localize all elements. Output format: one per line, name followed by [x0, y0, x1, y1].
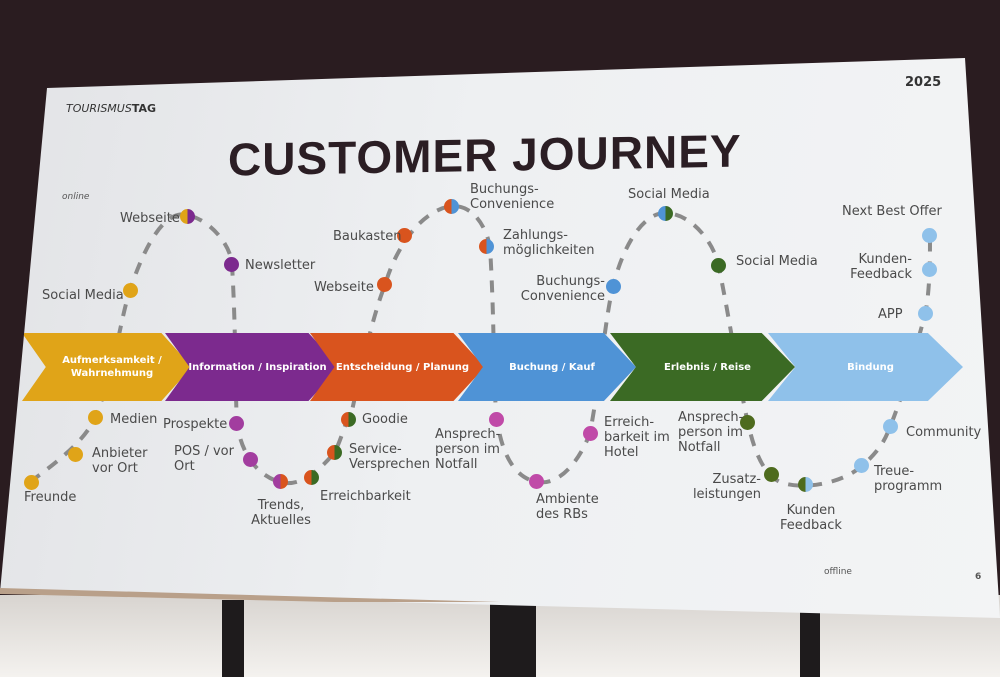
touchpoint-dot	[444, 199, 459, 214]
touchpoint-dot	[327, 445, 342, 460]
touchpoint-label: Trends, Aktuelles	[251, 498, 311, 528]
phase-decision: Entscheidung / Planung	[310, 333, 485, 401]
phase-awareness: Aufmerksamkeit / Wahrnehmung	[22, 333, 192, 401]
touchpoint-dot	[123, 283, 138, 298]
touchpoint-dot	[922, 228, 937, 243]
touchpoint-dot	[273, 474, 288, 489]
touchpoint-label: Ansprech-person im Notfall	[435, 427, 501, 472]
touchpoint-label: Social Media	[628, 187, 710, 202]
touchpoint-label: Webseite	[120, 211, 180, 226]
touchpoint-dot	[341, 412, 356, 427]
touchpoint-label: Social Media	[736, 254, 818, 269]
touchpoint-dot	[68, 447, 83, 462]
touchpoint-dot	[304, 470, 319, 485]
touchpoint-dot	[798, 477, 813, 492]
touchpoint-label: Ansprech-person im Notfall	[678, 410, 744, 455]
stand-pole	[490, 600, 536, 677]
touchpoint-dot	[711, 258, 726, 273]
touchpoint-label: POS / vor Ort	[174, 444, 234, 474]
stand-pole	[800, 600, 820, 677]
phase-loyalty: Bindung	[768, 333, 963, 401]
touchpoint-label: Erreich-barkeit im Hotel	[604, 415, 670, 460]
touchpoint-dot	[883, 419, 898, 434]
brand-logo: TOURISMUSTAG	[66, 102, 157, 115]
touchpoint-label: APP	[878, 307, 903, 322]
touchpoint-label: Kunden-Feedback	[850, 252, 912, 282]
touchpoint-label: Zusatz-leistungen	[692, 472, 761, 502]
touchpoint-label: Kunden Feedback	[780, 503, 842, 533]
year-label: 2025	[905, 75, 942, 90]
touchpoint-dot	[529, 474, 544, 489]
touchpoint-dot	[24, 475, 39, 490]
touchpoint-dot	[489, 412, 504, 427]
touchpoint-label: Baukasten	[333, 229, 402, 244]
touchpoint-label: Service-Versprechen	[349, 442, 430, 472]
touchpoint-dot	[224, 257, 239, 272]
touchpoint-label: Buchungs-Convenience	[520, 274, 605, 304]
touchpoint-label: Buchungs-Convenience	[470, 182, 555, 212]
touchpoint-dot	[606, 279, 621, 294]
touchpoint-dot	[854, 458, 869, 473]
touchpoint-dot	[88, 410, 103, 425]
phase-booking: Buchung / Kauf	[458, 333, 636, 401]
touchpoint-label: Ambiente des RBs	[536, 492, 599, 522]
touchpoint-label: Next Best Offer	[842, 204, 942, 219]
touchpoint-label: Community	[906, 425, 982, 440]
phase-information: Information / Inspiration	[165, 333, 340, 401]
touchpoint-label: Social Media	[42, 288, 124, 303]
touchpoint-label: Zahlungs-möglichkeiten	[503, 228, 595, 258]
online-label: online	[62, 192, 90, 202]
touchpoint-label: Newsletter	[245, 258, 316, 273]
touchpoint-dot	[658, 206, 673, 221]
stand-pole	[222, 600, 244, 677]
touchpoint-label: Erreichbarkeit	[320, 489, 411, 504]
touchpoint-label: Freunde	[24, 490, 77, 505]
touchpoint-dot	[918, 306, 933, 321]
phase-experience: Erlebnis / Reise	[610, 333, 795, 401]
touchpoint-label: Medien	[110, 412, 158, 427]
page-number: 6	[975, 572, 982, 582]
touchpoint-dot	[764, 467, 779, 482]
touchpoint-label: Webseite	[314, 280, 374, 295]
touchpoint-dot	[229, 416, 244, 431]
touchpoint-label: Prospekte	[163, 417, 228, 432]
touchpoint-dot	[397, 228, 412, 243]
touchpoint-label: Anbieter vor Ort	[92, 446, 148, 476]
touchpoint-dot	[377, 277, 392, 292]
offline-label: offline	[824, 567, 852, 577]
touchpoint-label: Treue-programm	[874, 464, 943, 494]
touchpoint-dot	[243, 452, 258, 467]
touchpoint-label: Goodie	[362, 412, 408, 427]
touchpoint-dot	[740, 415, 755, 430]
touchpoint-dot	[180, 209, 195, 224]
touchpoint-dot	[922, 262, 937, 277]
touchpoint-dot	[479, 239, 494, 254]
touchpoint-dot	[583, 426, 598, 441]
